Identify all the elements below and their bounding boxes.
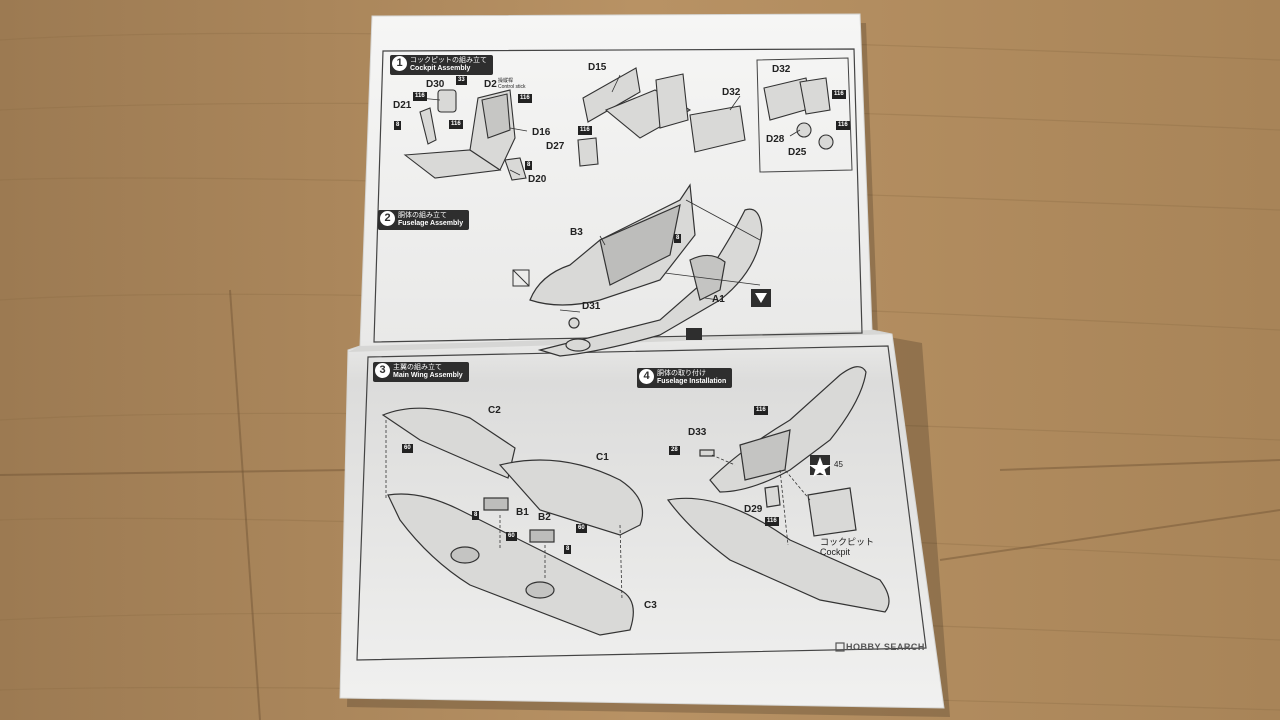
paint-code-60-c: 60 (576, 524, 587, 533)
cockpit-label-jp: コックピット (820, 537, 875, 547)
paint-code-116-a: 116 (413, 92, 427, 101)
part-label-a1: A1 (712, 294, 725, 305)
step3-title-en: Main Wing Assembly (393, 372, 463, 379)
step2-header: 2 胴体の組み立て Fuselage Assembly (378, 210, 470, 230)
paint-code-60-a: 60 (402, 444, 413, 453)
part-label-d25: D25 (788, 147, 807, 158)
step4-header: 4 胴体の取り付け Fuselage Installation (637, 368, 733, 388)
paint-code-60-b: 60 (506, 532, 517, 541)
part-label-d32-b: D32 (772, 64, 791, 75)
step4-number: 4 (639, 369, 654, 384)
part-label-d28: D28 (766, 134, 785, 145)
paint-code-8-d: 8 (564, 545, 572, 554)
cement-symbol (751, 289, 771, 307)
step2-title-en: Fuselage Assembly (398, 220, 464, 227)
step3-header: 3 主翼の組み立て Main Wing Assembly (373, 362, 469, 382)
part-label-b1: B1 (516, 507, 529, 518)
paint-code-116-h: 116 (765, 517, 779, 526)
paint-code-8-b: 8 (525, 161, 533, 170)
d2-note: 操縦桿 Control stick (498, 78, 526, 90)
step4-title-jp: 胴体の取り付け (657, 370, 706, 377)
part-label-c2: C2 (488, 405, 501, 416)
floor-plank-seams (0, 289, 1280, 720)
paint-code-116-g: 116 (754, 406, 768, 415)
decal-star-icon (809, 455, 831, 477)
installation-drawing (666, 366, 890, 613)
part-label-d20: D20 (528, 174, 547, 185)
paint-code-116-b: 116 (518, 94, 532, 103)
step1-leader-lines (419, 74, 801, 176)
hobby-search-logo-icon (835, 642, 845, 652)
step4-title-en: Fuselage Installation (657, 378, 727, 385)
step3-title-jp: 主翼の組み立て (393, 364, 442, 371)
cockpit-parts-drawing (403, 67, 834, 181)
main-wing-drawing (381, 407, 644, 636)
decal-number: 45 (834, 460, 843, 469)
paint-code-28: 28 (669, 446, 680, 455)
paint-code-33-a: 33 (456, 76, 467, 85)
step2-leader-lines (559, 199, 761, 313)
paint-code-8-e: 8 (674, 234, 682, 243)
step1-title-en: Cockpit Assembly (410, 65, 471, 72)
part-label-b2: B2 (538, 512, 551, 523)
step3-number: 3 (375, 363, 390, 378)
part-label-d32-a: D32 (722, 87, 741, 98)
fuselage-drawing (529, 183, 763, 357)
d2-note-en: Control stick (498, 83, 526, 90)
step1-header: 1 コックピットの組み立て Cockpit Assembly (390, 55, 493, 75)
part-label-d29: D29 (744, 504, 763, 515)
step2-title-jp: 胴体の組み立て (398, 212, 447, 219)
step3-leader-lines (385, 420, 623, 601)
callout-marker-icon (686, 328, 702, 340)
no-cement-symbol (512, 269, 530, 287)
part-label-d21: D21 (393, 100, 412, 111)
part-label-d2: D2 (484, 79, 497, 90)
part-label-d30: D30 (426, 79, 445, 90)
part-label-d33: D33 (688, 427, 707, 438)
brand-watermark: HOBBY SEARCH (846, 642, 925, 652)
d2-note-jp: 操縦桿 (498, 78, 514, 84)
part-label-d27: D27 (546, 141, 565, 152)
bottom-panel-border (356, 345, 927, 661)
paint-code-8-a: 8 (394, 121, 402, 130)
part-label-c1: C1 (596, 452, 609, 463)
step1-number: 1 (392, 56, 407, 71)
step1-title-jp: コックピットの組み立て (410, 57, 487, 64)
top-panel-border (373, 48, 863, 343)
part-label-d31: D31 (582, 301, 601, 312)
paint-code-116-e: 116 (832, 90, 846, 99)
step1-inset-box (756, 57, 853, 173)
paint-code-116-f: 116 (836, 121, 850, 130)
paint-code-8-c: 8 (472, 511, 480, 520)
part-label-b3: B3 (570, 227, 583, 238)
paint-code-116-d: 116 (578, 126, 592, 135)
step4-leader-lines (711, 454, 811, 546)
paint-code-116-c: 116 (449, 120, 463, 129)
cockpit-label: コックピット Cockpit (820, 537, 875, 558)
part-label-c3: C3 (644, 600, 657, 611)
step2-number: 2 (380, 211, 395, 226)
part-label-d15: D15 (588, 62, 607, 73)
cockpit-label-en: Cockpit (820, 546, 851, 557)
part-label-d16: D16 (532, 127, 551, 138)
